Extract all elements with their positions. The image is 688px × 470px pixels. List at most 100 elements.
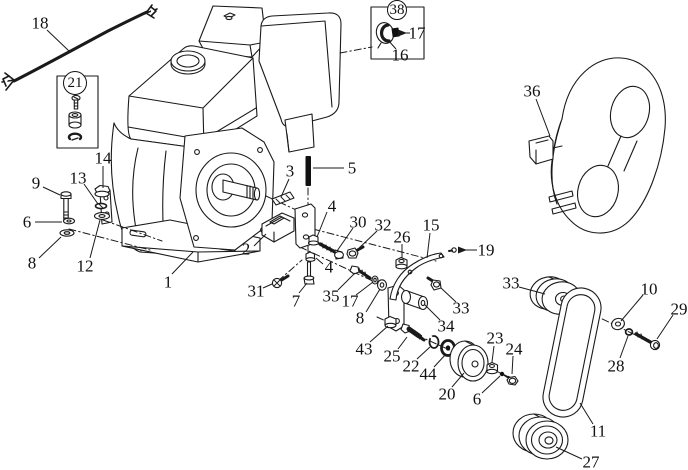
- callout-8: 8: [27, 253, 37, 273]
- callout-29: 29: [670, 299, 688, 319]
- mounting-hardware-left: [60, 186, 110, 237]
- leader-line-28: [620, 336, 628, 358]
- leader-line-44: [434, 354, 446, 367]
- flange-nut-26: [396, 258, 407, 269]
- bolt-9: [61, 192, 71, 220]
- flange-nut-4-upper: [309, 235, 319, 245]
- callout-43: 43: [355, 339, 373, 359]
- callout-31: 31: [247, 281, 265, 301]
- detail-box-38: [371, 7, 424, 59]
- cover-clip: [529, 136, 562, 164]
- leader-line-4: [316, 258, 323, 264]
- callout-16: 16: [391, 45, 409, 65]
- leader-line-7: [299, 283, 307, 293]
- leader-line-31: [263, 284, 272, 288]
- throttle-cable: [2, 5, 157, 90]
- leader-line-25: [398, 337, 407, 349]
- leader-line-8: [366, 289, 380, 312]
- screw-31: [272, 276, 288, 288]
- bolt-29: [636, 332, 660, 350]
- callout-15: 15: [422, 215, 440, 235]
- callout-17: 17: [408, 23, 426, 43]
- callout-7: 7: [291, 291, 301, 311]
- callout-26: 26: [393, 227, 411, 247]
- leader-line-20: [452, 373, 464, 387]
- shoulder-bolt-25: [401, 324, 424, 340]
- leader-line-11: [580, 403, 593, 424]
- leader-line-16: [388, 40, 396, 49]
- callout-27: 27: [582, 452, 600, 470]
- leader-line-34: [424, 304, 440, 320]
- lock-washer-13: [96, 203, 107, 208]
- flange-nut-4-lower: [306, 252, 315, 261]
- bolt-35: [350, 266, 370, 278]
- leader-line-10: [621, 295, 643, 321]
- fuel-cap: [171, 51, 205, 74]
- leader-line-2: [254, 234, 266, 246]
- leader-line-6: [482, 376, 500, 393]
- bolt-33: [428, 278, 441, 290]
- leader-line-9: [43, 187, 60, 195]
- callout-22: 22: [402, 356, 420, 376]
- bolt-30: [320, 243, 343, 259]
- lock-washer-28: [626, 329, 633, 335]
- callout-5: 5: [347, 158, 357, 178]
- washer-12: [95, 213, 110, 220]
- leader-line-15: [427, 233, 430, 258]
- callout-32: 32: [374, 215, 392, 235]
- callout-3: 3: [285, 161, 295, 181]
- engine-assembly: [100, 6, 341, 262]
- callout-9: 9: [31, 173, 41, 193]
- callout-34: 34: [437, 316, 455, 336]
- throttle-screw: [72, 95, 80, 109]
- washer-17-mid: [372, 276, 378, 284]
- cable-clamp: [374, 21, 400, 48]
- bolt-32: [347, 247, 363, 258]
- washer-8-mid: [378, 280, 387, 290]
- callout-25: 25: [383, 346, 401, 366]
- muffler-box: [259, 13, 341, 152]
- idler-arm-15: [390, 253, 444, 300]
- leader-line-35: [338, 273, 355, 290]
- callout-8: 8: [355, 308, 365, 328]
- callout-10: 10: [640, 279, 658, 299]
- leader-line-29: [657, 315, 673, 339]
- bolt-7: [304, 262, 314, 284]
- detail-badge-21: 21: [63, 71, 87, 95]
- callout-2: 2: [241, 239, 251, 259]
- leader-line-13: [84, 184, 98, 204]
- leader-line-1: [172, 252, 193, 274]
- cable-bushing: [69, 112, 81, 128]
- roller-spacer-34: [402, 291, 428, 310]
- callout-23: 23: [486, 328, 504, 348]
- crankshaft: [223, 180, 260, 200]
- leader-line-18: [47, 30, 69, 51]
- washer-10: [610, 317, 626, 331]
- leader-line-23: [492, 346, 494, 362]
- snap-ring-22: [430, 336, 439, 348]
- leader-line-17: [356, 282, 373, 295]
- leader-line-12: [90, 220, 100, 258]
- callout-19: 19: [477, 240, 495, 260]
- screw-6-small: [499, 371, 507, 377]
- leader-line-24: [512, 356, 513, 374]
- leader-line-8: [39, 237, 61, 258]
- stud-5: [305, 156, 311, 186]
- callout-13: 13: [69, 168, 87, 188]
- callout-44: 44: [419, 364, 437, 384]
- callout-6: 6: [472, 389, 482, 409]
- detail-badge-38: 38: [387, 0, 407, 20]
- belt-cover-36: [529, 58, 665, 233]
- callout-6: 6: [22, 212, 32, 232]
- fuel-tank: [128, 46, 257, 149]
- leader-line-33: [441, 288, 456, 302]
- engine-base: [122, 220, 260, 262]
- crankcase-face: [180, 128, 274, 250]
- washer-6: [64, 218, 75, 224]
- idler-pulley-20: [450, 341, 488, 381]
- callout-33: 33: [452, 298, 470, 318]
- callout-35: 35: [322, 286, 340, 306]
- leader-line-36: [536, 99, 550, 136]
- callout-33: 33: [502, 273, 520, 293]
